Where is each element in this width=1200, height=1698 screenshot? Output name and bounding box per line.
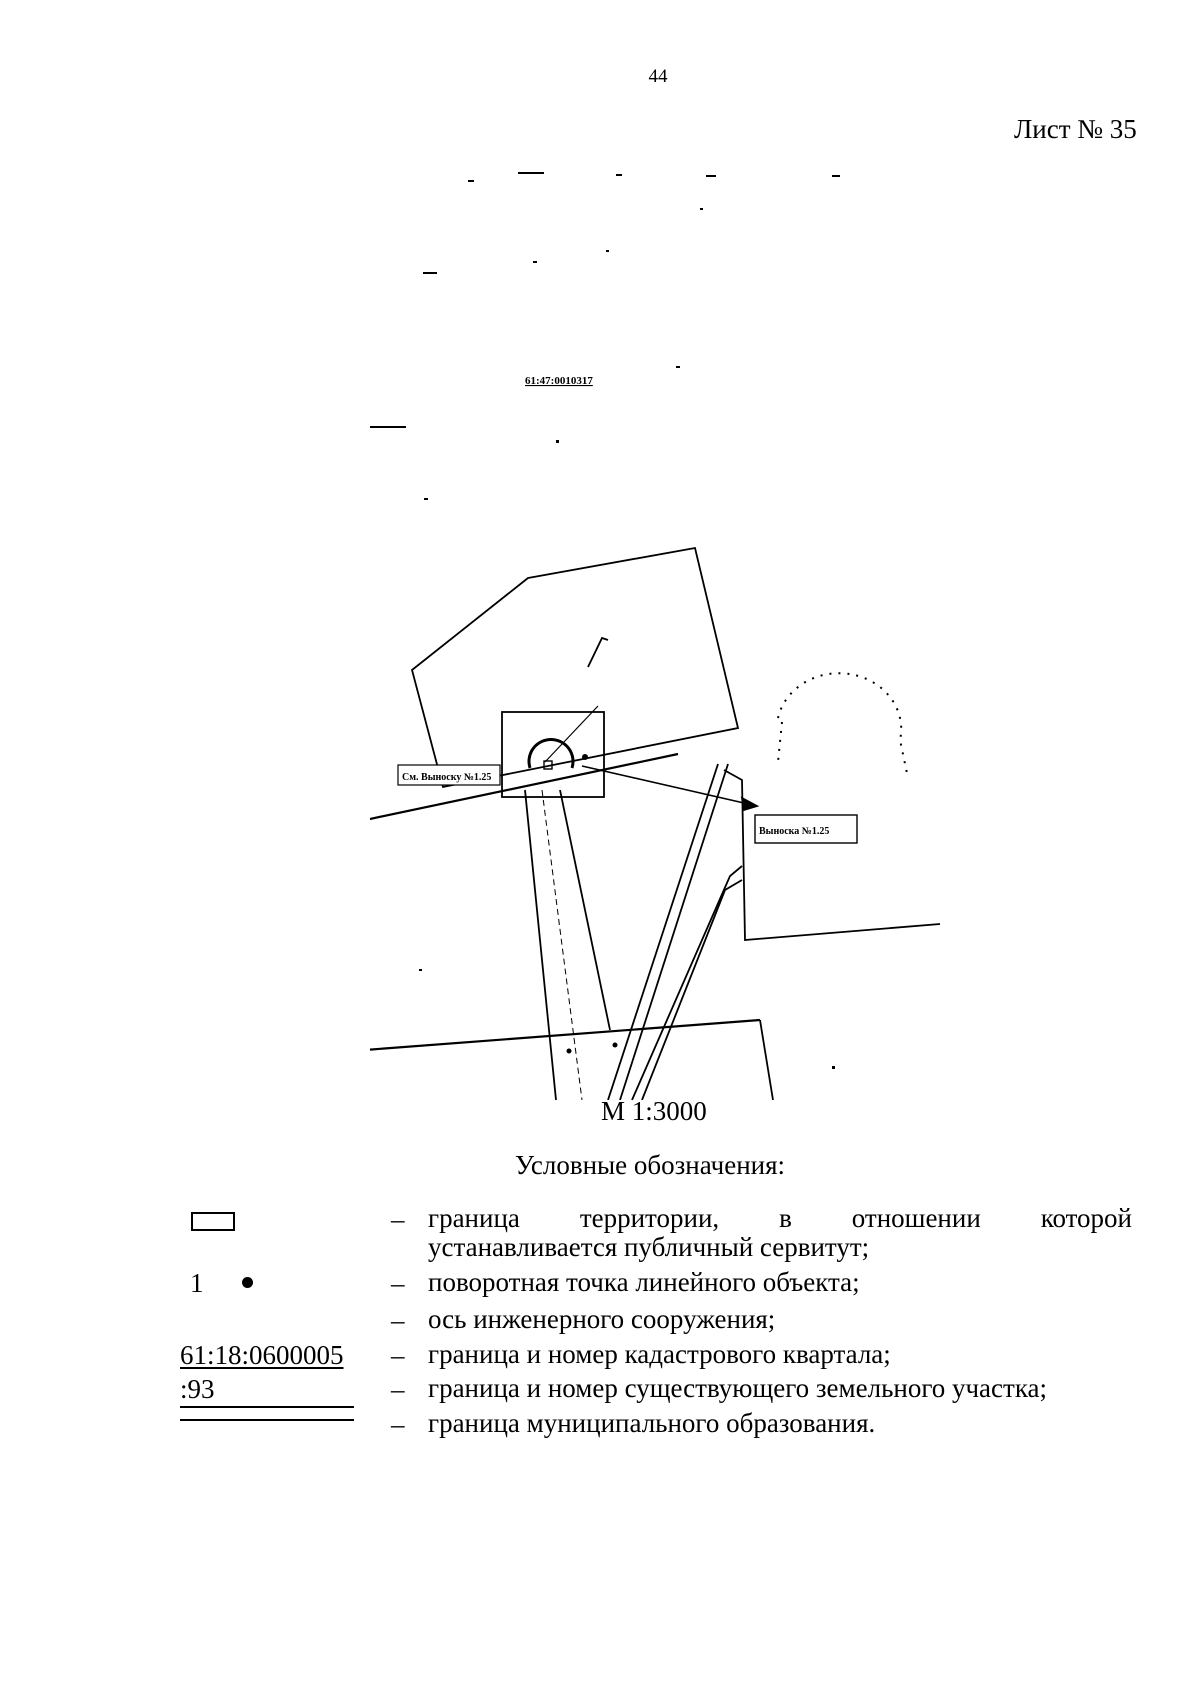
scan-speck (518, 172, 544, 174)
parcel-outline-right (723, 769, 941, 941)
quarter-boundary-bottom (370, 1018, 761, 1051)
pipe-4 (641, 879, 743, 1100)
corridor-axis (541, 789, 583, 1100)
plot-number-sample: :93 (180, 1374, 215, 1404)
quarter-number-sample: 61:18:0600005 (180, 1340, 344, 1370)
parcel-outline (410, 546, 740, 789)
plot-boundary-line (180, 1406, 354, 1408)
map-scale: М 1:3000 (601, 1096, 707, 1126)
scan-speck (832, 175, 840, 177)
municipal-border-line (180, 1419, 354, 1421)
legend-item-turning-point: 1 – поворотная точка линейного объекта; (0, 1268, 1200, 1302)
pipe-1 (607, 763, 719, 1100)
pipe-2 (619, 763, 729, 1100)
scan-speck (370, 426, 406, 428)
page-number: 44 (648, 66, 668, 87)
legend-item-municipal-border: – граница муниципального образования. (0, 1409, 1200, 1443)
legend-dash: – (391, 1268, 405, 1298)
arrow-head (740, 796, 760, 812)
callout-right-box (754, 814, 858, 844)
scan-speck (424, 498, 428, 500)
legend-text: граница территории, в отношении которой (428, 1203, 1132, 1233)
pipe-3 (631, 865, 743, 1100)
corridor-left (524, 789, 557, 1100)
legend-dash: – (391, 1204, 405, 1234)
quarter-boundary-bottom-right (759, 1019, 774, 1100)
scan-speck (676, 366, 680, 368)
legend-text-continued: устанавливается публичный сервитут; (428, 1232, 870, 1262)
point-marker-2 (566, 1048, 572, 1054)
legend-item-servitude-boundary: – граница территории, в отношении которо… (0, 1203, 1200, 1262)
dotted-left (777, 721, 783, 763)
quarter-label: 61:47:0010317 (525, 375, 593, 387)
legend-text: поворотная точка линейного объекта; (428, 1267, 860, 1297)
callout-left: См. Выноску №1.25 (402, 772, 491, 783)
scan-speck (706, 175, 716, 177)
legend-title: Условные обозначения: (515, 1150, 786, 1180)
marker (543, 760, 553, 770)
dotted-arc (777, 672, 909, 779)
cadastral-map: 61:47:0010317 См. Выноску №1.25 Выноска … (370, 150, 950, 1100)
point-number: 1 (190, 1268, 204, 1298)
legend-item-cadastral-quarter: 61:18:0600005 – граница и номер кадастро… (0, 1340, 1200, 1374)
map-drawing: 61:47:0010317 См. Выноску №1.25 Выноска … (370, 172, 941, 1100)
callout-right: Выноска №1.25 (759, 826, 829, 837)
scan-speck (533, 261, 537, 263)
small-segment (587, 636, 609, 668)
legend-text: граница муниципального образования. (428, 1408, 876, 1438)
legend-item-land-plot: :93 – граница и номер существующего земе… (0, 1374, 1200, 1408)
legend-dash: – (391, 1409, 405, 1439)
scan-speck (616, 174, 622, 176)
scan-speck (832, 1066, 835, 1069)
scan-speck (556, 440, 559, 443)
point-dot-icon (242, 1277, 253, 1288)
legend-dash: – (391, 1374, 405, 1404)
servitude-boundary-symbol (191, 1212, 235, 1231)
callout-frame (501, 711, 605, 798)
arrow-line (581, 765, 758, 807)
sheet-label: Лист № 35 (1014, 114, 1137, 144)
point-marker-3 (612, 1042, 618, 1048)
scan-speck (419, 969, 422, 971)
legend-text: граница и номер существующего земельного… (428, 1373, 1048, 1403)
legend-text: ось инженерного сооружения; (428, 1304, 776, 1334)
scan-speck (423, 272, 437, 274)
legend-dash: – (391, 1340, 405, 1370)
legend-dash: – (391, 1305, 405, 1335)
corridor-right (559, 789, 611, 1031)
point-marker (582, 754, 588, 760)
arc (527, 737, 575, 769)
scan-speck (606, 250, 609, 252)
scan-speck (468, 180, 474, 182)
legend-text: граница и номер кадастрового квартала; (428, 1339, 891, 1369)
callout-left-box (397, 764, 501, 786)
scan-speck (700, 208, 703, 210)
leader-line (544, 705, 599, 763)
quarter-boundary-top (370, 752, 679, 821)
legend-item-axis: – ось инженерного сооружения; (0, 1305, 1200, 1339)
